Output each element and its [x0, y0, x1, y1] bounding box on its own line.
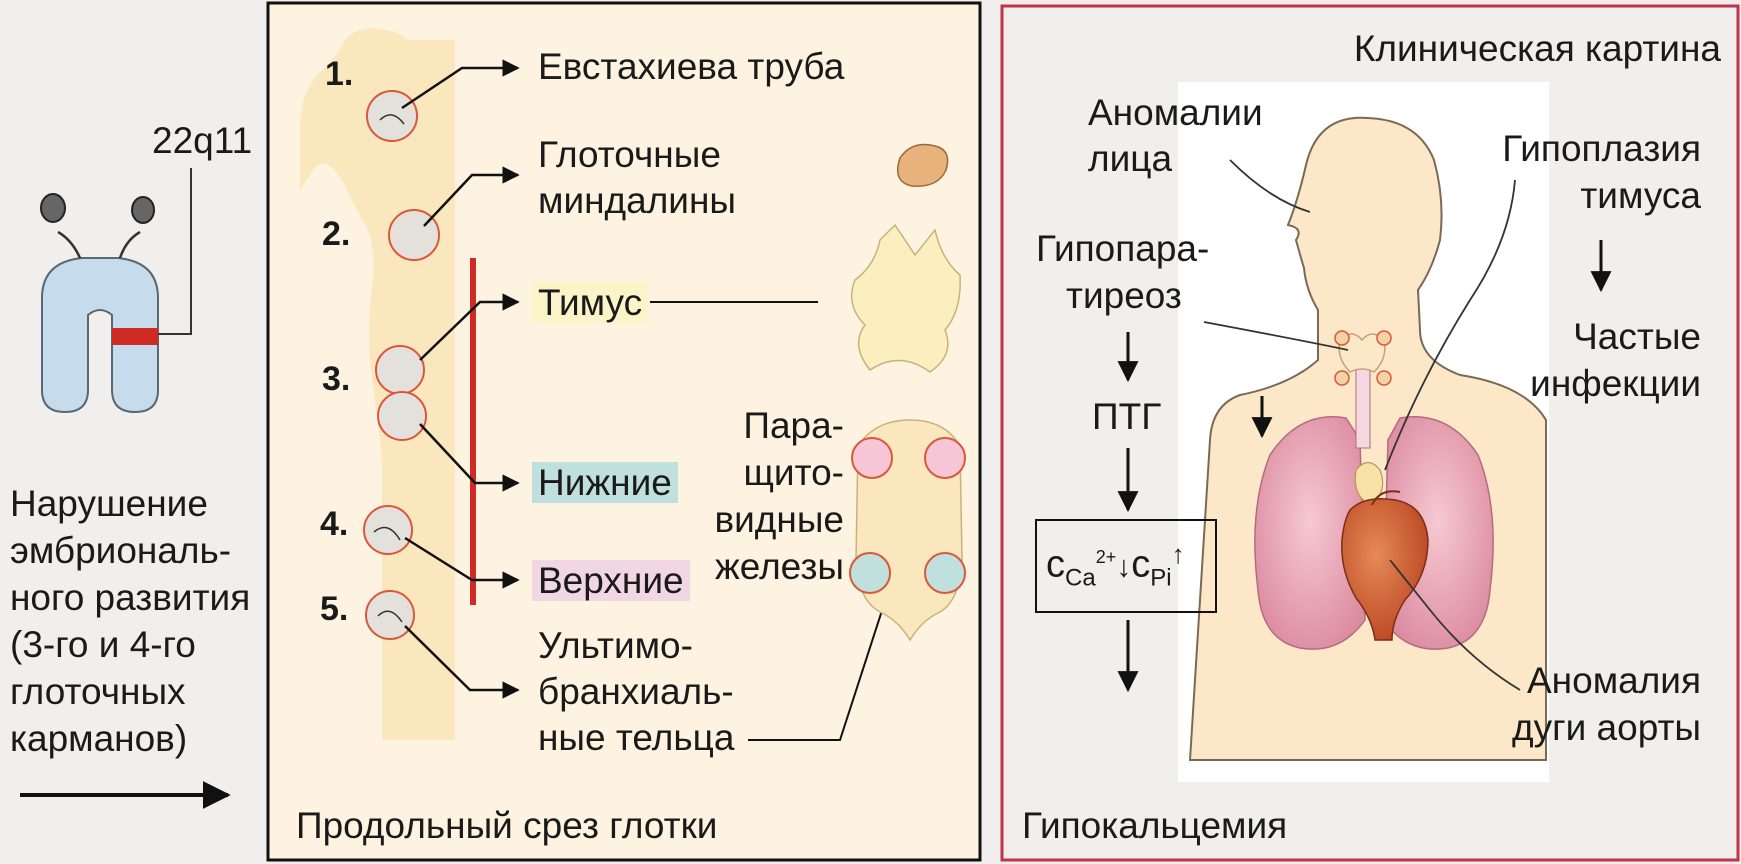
tonsils-label-1: Глоточные [538, 134, 721, 175]
pouch-1 [367, 91, 417, 141]
ultimobranchial-label-2: бранхиаль- [538, 671, 734, 712]
ultimobranchial-label-3: ные тельца [538, 717, 734, 758]
aortic-label-2: дуги аорты [1512, 707, 1701, 748]
parathyroid-dot-2 [1377, 331, 1391, 345]
parathyroid-upper-right [925, 438, 965, 478]
phosphate-up-arrow: ↑ [1172, 539, 1185, 569]
phosphate-symbol: c [1131, 544, 1150, 586]
tonsils-label-2: миндалины [538, 180, 736, 221]
disorder-text-5: глоточных [10, 671, 186, 712]
pouch-number-5: 5. [320, 590, 348, 628]
disorder-text-1: Нарушение [10, 483, 208, 524]
hypopara-label-2: тиреоз [1066, 275, 1182, 316]
parathyroid-dot-1 [1335, 331, 1349, 345]
calcium-charge: 2+ [1096, 547, 1117, 567]
hypopara-label-1: Гипопара- [1036, 228, 1209, 269]
face-label-2: лица [1088, 138, 1172, 179]
pouch-3b [378, 392, 426, 440]
pouch-4 [364, 506, 412, 554]
phosphate-subscript: Pi [1150, 564, 1171, 591]
parathyroid-lower-left [850, 553, 890, 593]
hypocalcemia-label: Гипокальцемия [1022, 805, 1287, 846]
pouch-number-4: 4. [320, 505, 348, 543]
pouch-3a [376, 346, 424, 394]
chromosome-illustration [41, 168, 191, 412]
infections-label-2: инфекции [1530, 363, 1701, 404]
disorder-text-4: (3-го и 4-го [10, 624, 196, 665]
parathyroid-dot-3 [1335, 371, 1349, 385]
thymus-hypoplasia-2: тимуса [1580, 175, 1701, 216]
deletion-band [112, 328, 158, 345]
trachea [1356, 368, 1370, 448]
ultimobranchial-label-1: Ультимо- [538, 625, 693, 666]
disorder-text-2: эмбриональ- [10, 530, 231, 571]
infections-label-1: Частые [1573, 316, 1701, 357]
parathyroid-lower-right [925, 553, 965, 593]
chromosome-label: 22q11 [152, 120, 252, 161]
parathyroid-upper-left [852, 438, 892, 478]
clinical-title: Клиническая картина [1354, 28, 1721, 69]
calcium-subscript: Ca [1065, 564, 1096, 591]
lower-label: Нижние [532, 462, 678, 503]
face-label-1: Аномалии [1088, 92, 1263, 133]
thymus-label: Тимус [532, 282, 648, 323]
parathyroid-label-1: Пара- [743, 405, 844, 446]
calcium-symbol: c [1046, 544, 1065, 586]
disorder-text-3: ного развития [10, 577, 250, 618]
pouch-5 [366, 591, 414, 639]
thymus-hypoplasia-1: Гипоплазия [1502, 128, 1701, 169]
upper-label: Верхние [532, 560, 690, 601]
eustachian-tube-label: Евстахиева труба [538, 46, 844, 87]
parathyroid-dot-4 [1377, 371, 1391, 385]
calcium-down-arrow: ↓ [1116, 551, 1131, 584]
calcium-formula: cCa2+↓cPi↑ [1046, 540, 1185, 592]
parathyroid-label-2: щито- [743, 452, 844, 493]
pouch-number-2: 2. [322, 215, 350, 253]
parathyroid-label-4: железы [715, 546, 844, 587]
pouch-number-3: 3. [322, 360, 350, 398]
aortic-label-1: Аномалия [1527, 660, 1701, 701]
middle-caption: Продольный срез глотки [296, 805, 717, 846]
pth-label: ПТГ [1092, 396, 1161, 437]
disorder-text-6: карманов) [10, 718, 187, 759]
parathyroid-label-3: видные [714, 499, 844, 540]
pouch-number-1: 1. [325, 55, 353, 93]
